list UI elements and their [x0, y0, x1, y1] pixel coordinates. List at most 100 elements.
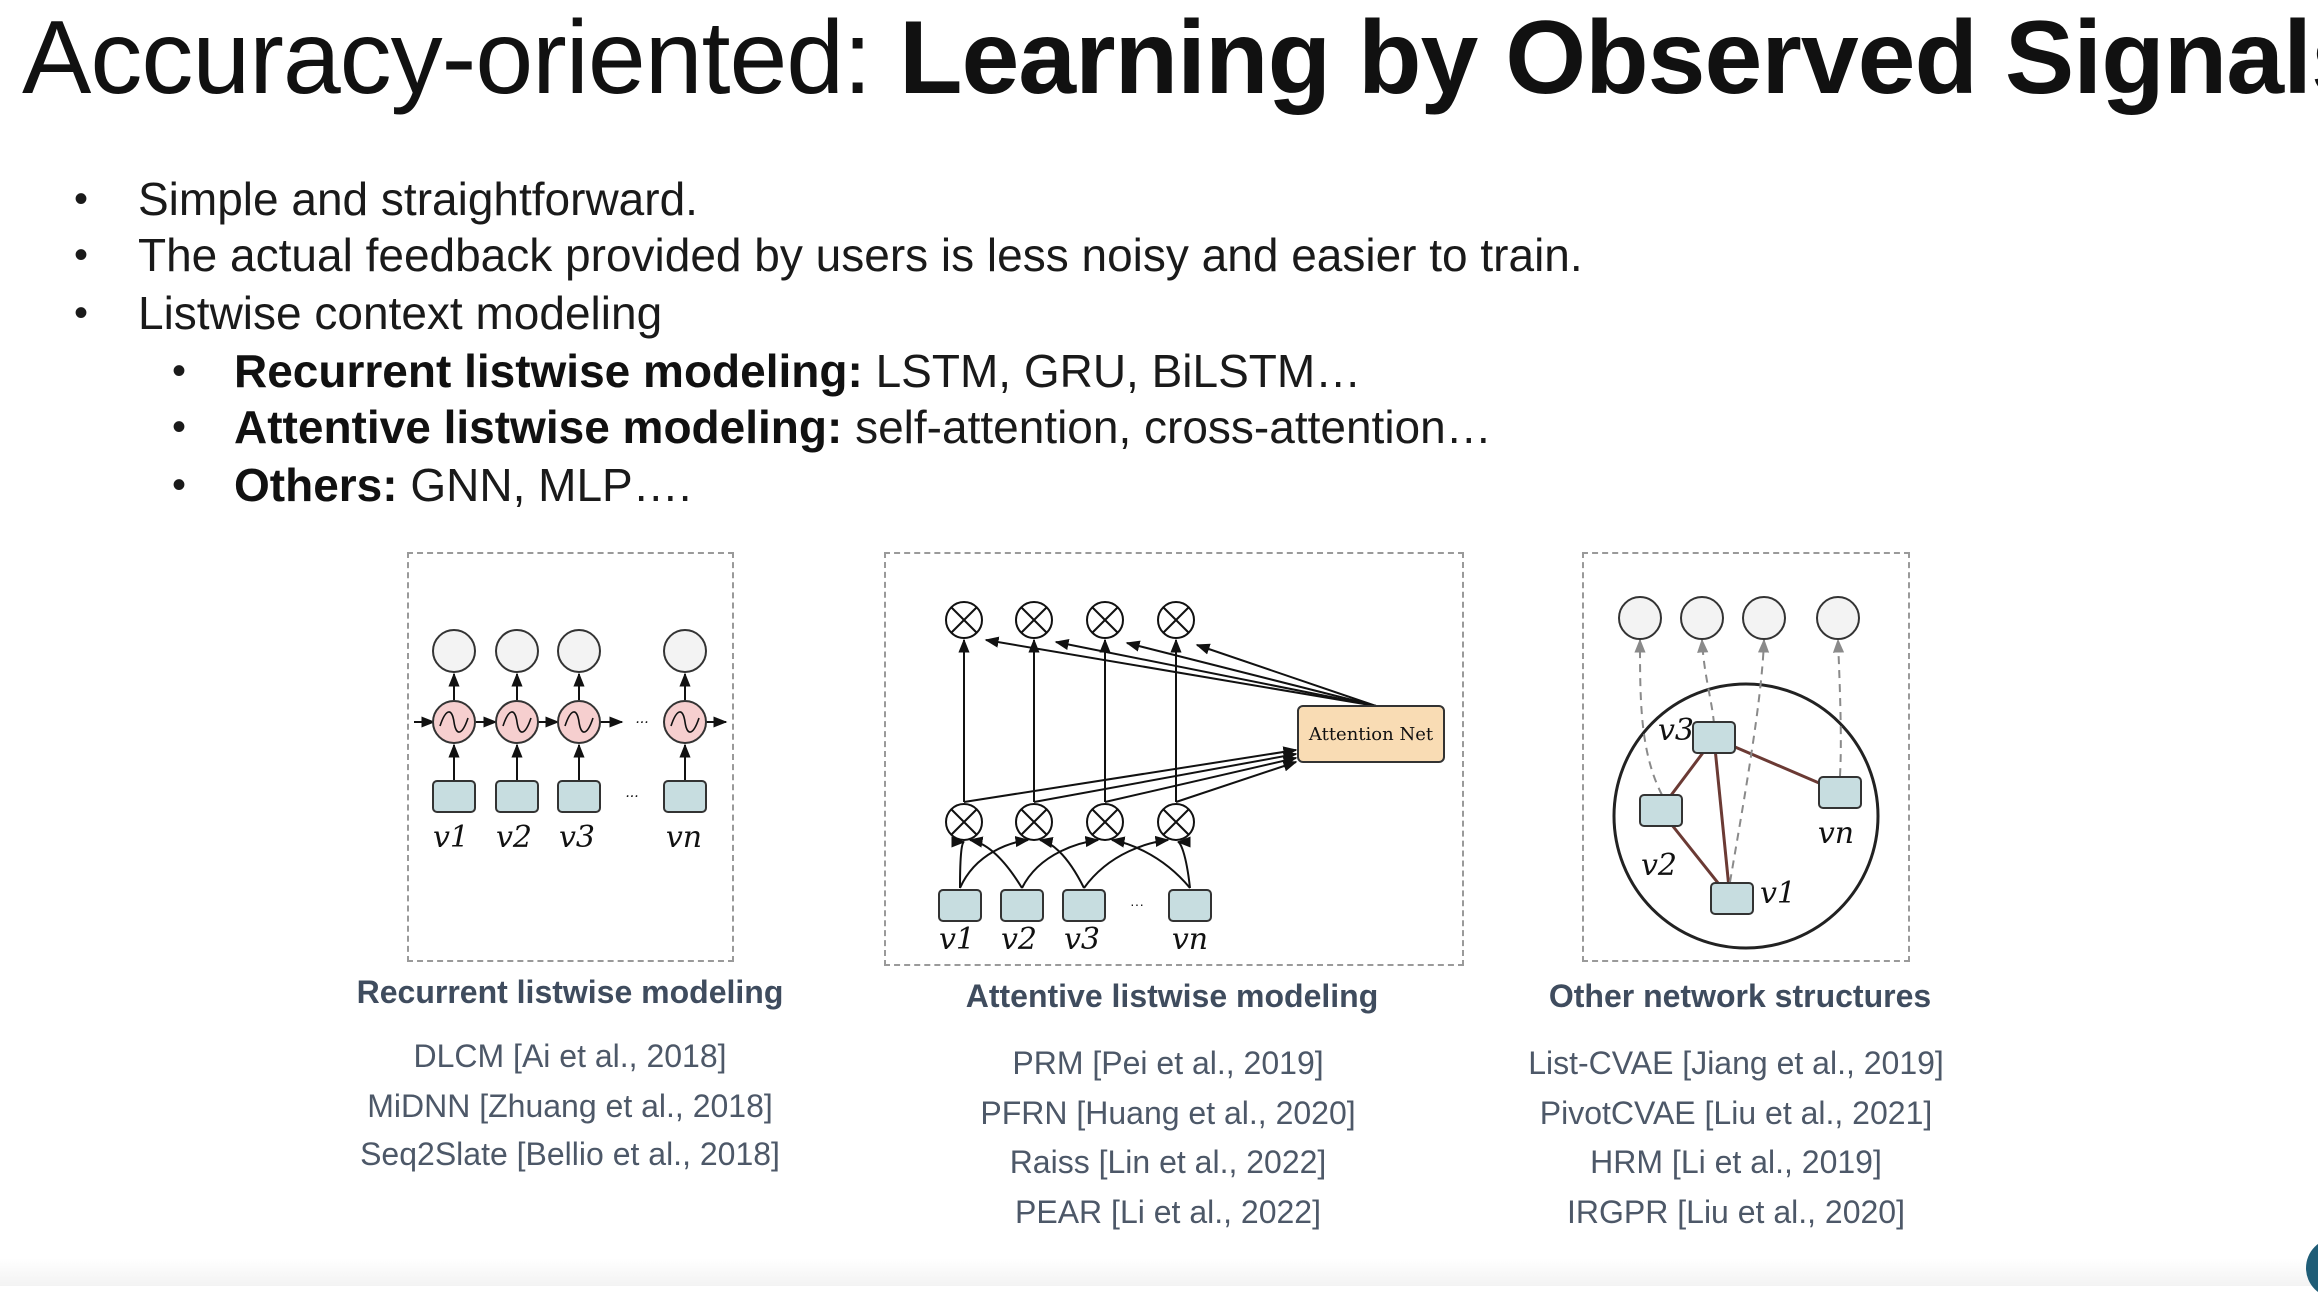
reference: PFRN [Huang et al., 2020]	[980, 1095, 1356, 1131]
sub-bullet-bold: Attentive listwise modeling:	[234, 401, 843, 453]
output-node	[432, 629, 476, 673]
sub-bullet-text: self-attention, cross-attention…	[842, 401, 1492, 453]
multiply-circle-icon	[1086, 601, 1124, 639]
item-box	[663, 780, 707, 813]
sub-bullet-content: Attentive listwise modeling: self-attent…	[234, 398, 1492, 456]
item-label: vn	[666, 820, 702, 855]
output-arrow	[1729, 638, 1770, 883]
item-box	[557, 780, 601, 813]
reference: IRGPR [Liu et al., 2020]	[1567, 1194, 1905, 1230]
input-arrow	[1083, 835, 1170, 889]
item-label: vn	[1172, 922, 1208, 957]
item-box	[1168, 889, 1212, 922]
item-box	[1000, 889, 1044, 922]
item-box	[495, 780, 539, 813]
attn-input-arrow	[963, 746, 1298, 803]
bullet-dot-icon: •	[74, 177, 89, 221]
recurrent-diagram	[414, 629, 728, 813]
recurrent-panel	[407, 552, 734, 962]
attn-arrow	[1195, 643, 1377, 707]
box-ellipsis: ···	[625, 789, 638, 805]
item-label: v2	[496, 820, 532, 855]
graph-boundary	[1612, 682, 1880, 950]
input-arrow	[1021, 836, 1100, 889]
bullet-dot-icon: •	[74, 233, 89, 277]
attn-input-arrow	[1175, 760, 1298, 803]
reference: Raiss [Lin et al., 2022]	[1009, 1144, 1327, 1180]
attentive-caption: Attentive listwise modeling	[965, 978, 1379, 1014]
item-box	[1710, 882, 1754, 915]
input-arrow	[1110, 836, 1191, 889]
reference: List-CVAE [Jiang et al., 2019]	[1528, 1045, 1944, 1081]
item-label: v3	[559, 820, 595, 855]
output-node	[1680, 596, 1724, 640]
input-arrow	[951, 836, 966, 889]
multiply-circle-icon	[1086, 803, 1124, 841]
multiply-circle-icon	[1157, 803, 1195, 841]
item-label: v3	[1658, 713, 1694, 748]
multiply-circle-icon	[945, 601, 983, 639]
attn-input-arrow	[1104, 755, 1298, 803]
bottom-band	[0, 1258, 2318, 1286]
output-node	[1742, 596, 1786, 640]
attn-arrow	[984, 636, 1377, 707]
output-arrow	[1832, 638, 1845, 777]
sub-bullet-bold: Recurrent listwise modeling:	[234, 345, 863, 397]
input-arrow	[959, 836, 1030, 889]
attention-net-label: Attention Net	[1308, 724, 1434, 745]
multiply-circle-icon	[1157, 601, 1195, 639]
recurrent-caption: Recurrent listwise modeling	[356, 974, 784, 1010]
item-label: v2	[1641, 848, 1677, 883]
output-node	[663, 629, 707, 673]
slide-title: Accuracy-oriented: Learning by Observed …	[22, 0, 2318, 116]
item-label: v3	[1064, 922, 1100, 957]
sine-wave-icon	[439, 711, 469, 733]
input-arrow	[1176, 836, 1191, 889]
output-arrow	[1634, 638, 1663, 796]
reference: PivotCVAE [Liu et al., 2021]	[1539, 1095, 1933, 1131]
item-label: v1	[433, 820, 469, 855]
attentive-diagram	[938, 601, 1445, 922]
sub-bullet-content: Recurrent listwise modeling: LSTM, GRU, …	[234, 342, 1361, 400]
attentive-panel	[884, 552, 1464, 966]
other-caption: Other network structures	[1548, 978, 1932, 1014]
reference: DLCM [Ai et al., 2018]	[413, 1038, 727, 1074]
other-diagram	[1612, 596, 1880, 950]
sub-bullet-bold: Others:	[234, 459, 398, 511]
reference: Seq2Slate [Bellio et al., 2018]	[360, 1136, 780, 1172]
attn-input-arrow	[1033, 750, 1298, 803]
multiply-circle-icon	[1015, 803, 1053, 841]
bullet-dot-icon: •	[172, 463, 187, 507]
item-label: v1	[939, 922, 975, 957]
item-label: v2	[1001, 922, 1037, 957]
item-box	[1692, 721, 1736, 754]
attn-arrow	[1054, 638, 1377, 707]
item-label: v1	[1760, 876, 1796, 911]
multiply-circle-icon	[945, 803, 983, 841]
title-bold: Learning by Observed Signals	[898, 0, 2318, 116]
bullet-dot-icon: •	[172, 405, 187, 449]
sub-bullet-text: LSTM, GRU, BiLSTM…	[862, 345, 1362, 397]
reference: PEAR [Li et al., 2022]	[1015, 1194, 1321, 1230]
bullet-text: Simple and straightforward.	[138, 173, 698, 225]
sine-wave-icon	[502, 711, 532, 733]
other-panel	[1582, 552, 1910, 962]
item-box	[1062, 889, 1106, 922]
input-arrow	[1038, 836, 1085, 889]
bullet-text: Listwise context modeling	[138, 287, 663, 339]
sine-wave-icon	[670, 711, 700, 733]
reference: MiDNN [Zhuang et al., 2018]	[367, 1088, 773, 1124]
input-arrow	[968, 836, 1023, 889]
attention-net-box	[1297, 705, 1445, 763]
graph-edge	[1712, 737, 1732, 899]
bullet-text: The actual feedback provided by users is…	[138, 229, 1583, 281]
item-box	[938, 889, 982, 922]
sub-bullet-text: GNN, MLP….	[397, 459, 692, 511]
attn-arrow	[1125, 640, 1377, 707]
sine-wave-icon	[564, 711, 594, 733]
sub-bullet-content: Others: GNN, MLP….	[234, 456, 692, 514]
output-node	[557, 629, 601, 673]
reference: HRM [Li et al., 2019]	[1590, 1144, 1882, 1180]
title-prefix: Accuracy-oriented:	[22, 0, 899, 116]
